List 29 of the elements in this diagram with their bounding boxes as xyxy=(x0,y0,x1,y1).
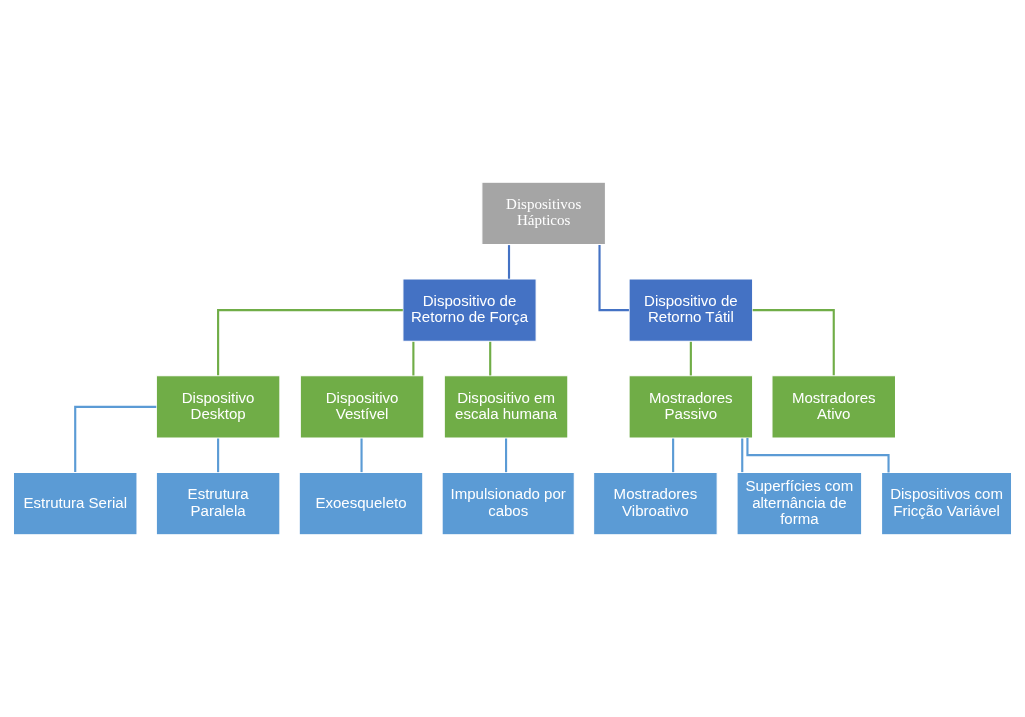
node-box: Dispositivo de Retorno de Força xyxy=(402,278,537,342)
connector xyxy=(504,438,508,473)
connector xyxy=(672,438,675,473)
node-box: Dispositivos Hápticos xyxy=(481,181,606,246)
connector xyxy=(360,438,363,473)
connector xyxy=(507,245,511,279)
connector xyxy=(741,438,744,473)
connector xyxy=(412,341,415,376)
connector xyxy=(217,309,403,376)
node-box: Dispositivo de Retorno Tátil xyxy=(628,278,754,342)
connector xyxy=(689,341,692,376)
node-box: Dispositivos com Fricção Variável xyxy=(881,471,1013,536)
connector xyxy=(752,309,835,376)
node-box: Estrutura Serial xyxy=(12,471,138,536)
node-box: Impulsionado por cabos xyxy=(441,471,575,536)
node-box: Dispositivo em escala humana xyxy=(443,375,569,439)
node-box: Estrutura Paralela xyxy=(155,471,281,536)
connector xyxy=(217,438,220,473)
connector xyxy=(598,245,629,312)
connector xyxy=(746,438,890,473)
node-box: Mostradores Ativo xyxy=(771,375,897,439)
node-box: Dispositivo Vestível xyxy=(299,375,425,439)
node-box: Exoesqueleto xyxy=(298,471,424,536)
connector xyxy=(489,341,492,376)
node-box: Mostradores Passivo xyxy=(628,375,754,439)
node-box: Mostradores Vibroativo xyxy=(593,471,718,536)
connector xyxy=(74,405,157,472)
node-box: Superfícies com alternância de forma xyxy=(736,471,863,536)
node-box: Dispositivo Desktop xyxy=(155,375,281,439)
